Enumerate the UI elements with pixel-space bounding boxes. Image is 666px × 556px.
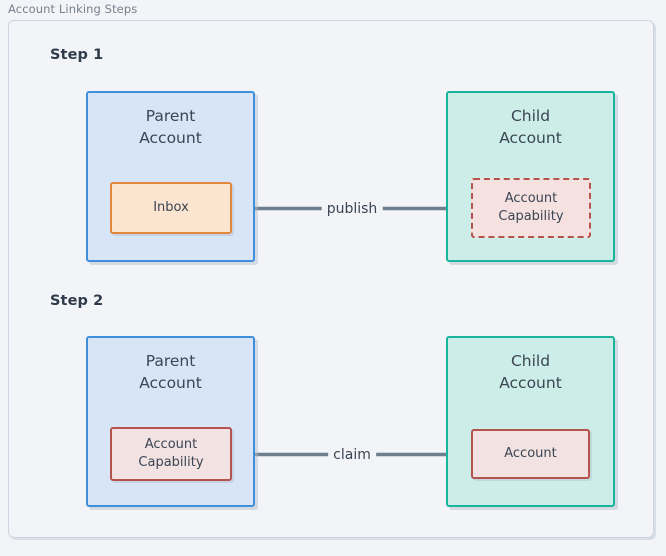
diagram-title: Account Linking Steps (8, 2, 138, 16)
child-account-title-step2: Child Account (499, 352, 562, 392)
edge-label-claim: claim (328, 447, 376, 463)
parent-account-node-step2[interactable]: Parent Account (86, 336, 255, 507)
parent-account-title-step2: Parent Account (139, 352, 202, 392)
step-1-label: Step 1 (50, 47, 104, 63)
inbox-node[interactable]: Inbox (110, 182, 232, 234)
parent-account-title-step1: Parent Account (139, 107, 202, 147)
step-2-label: Step 2 (50, 293, 104, 309)
parent-account-node-step1[interactable]: Parent Account (86, 91, 255, 262)
account-capability-node-parent[interactable]: Account Capability (110, 427, 232, 481)
child-account-node-step2[interactable]: Child Account (446, 336, 615, 507)
child-account-title-step1: Child Account (499, 107, 562, 147)
account-node-child[interactable]: Account (471, 429, 590, 479)
account-capability-node-child[interactable]: Account Capability (471, 178, 591, 238)
edge-label-publish: publish (321, 201, 383, 217)
